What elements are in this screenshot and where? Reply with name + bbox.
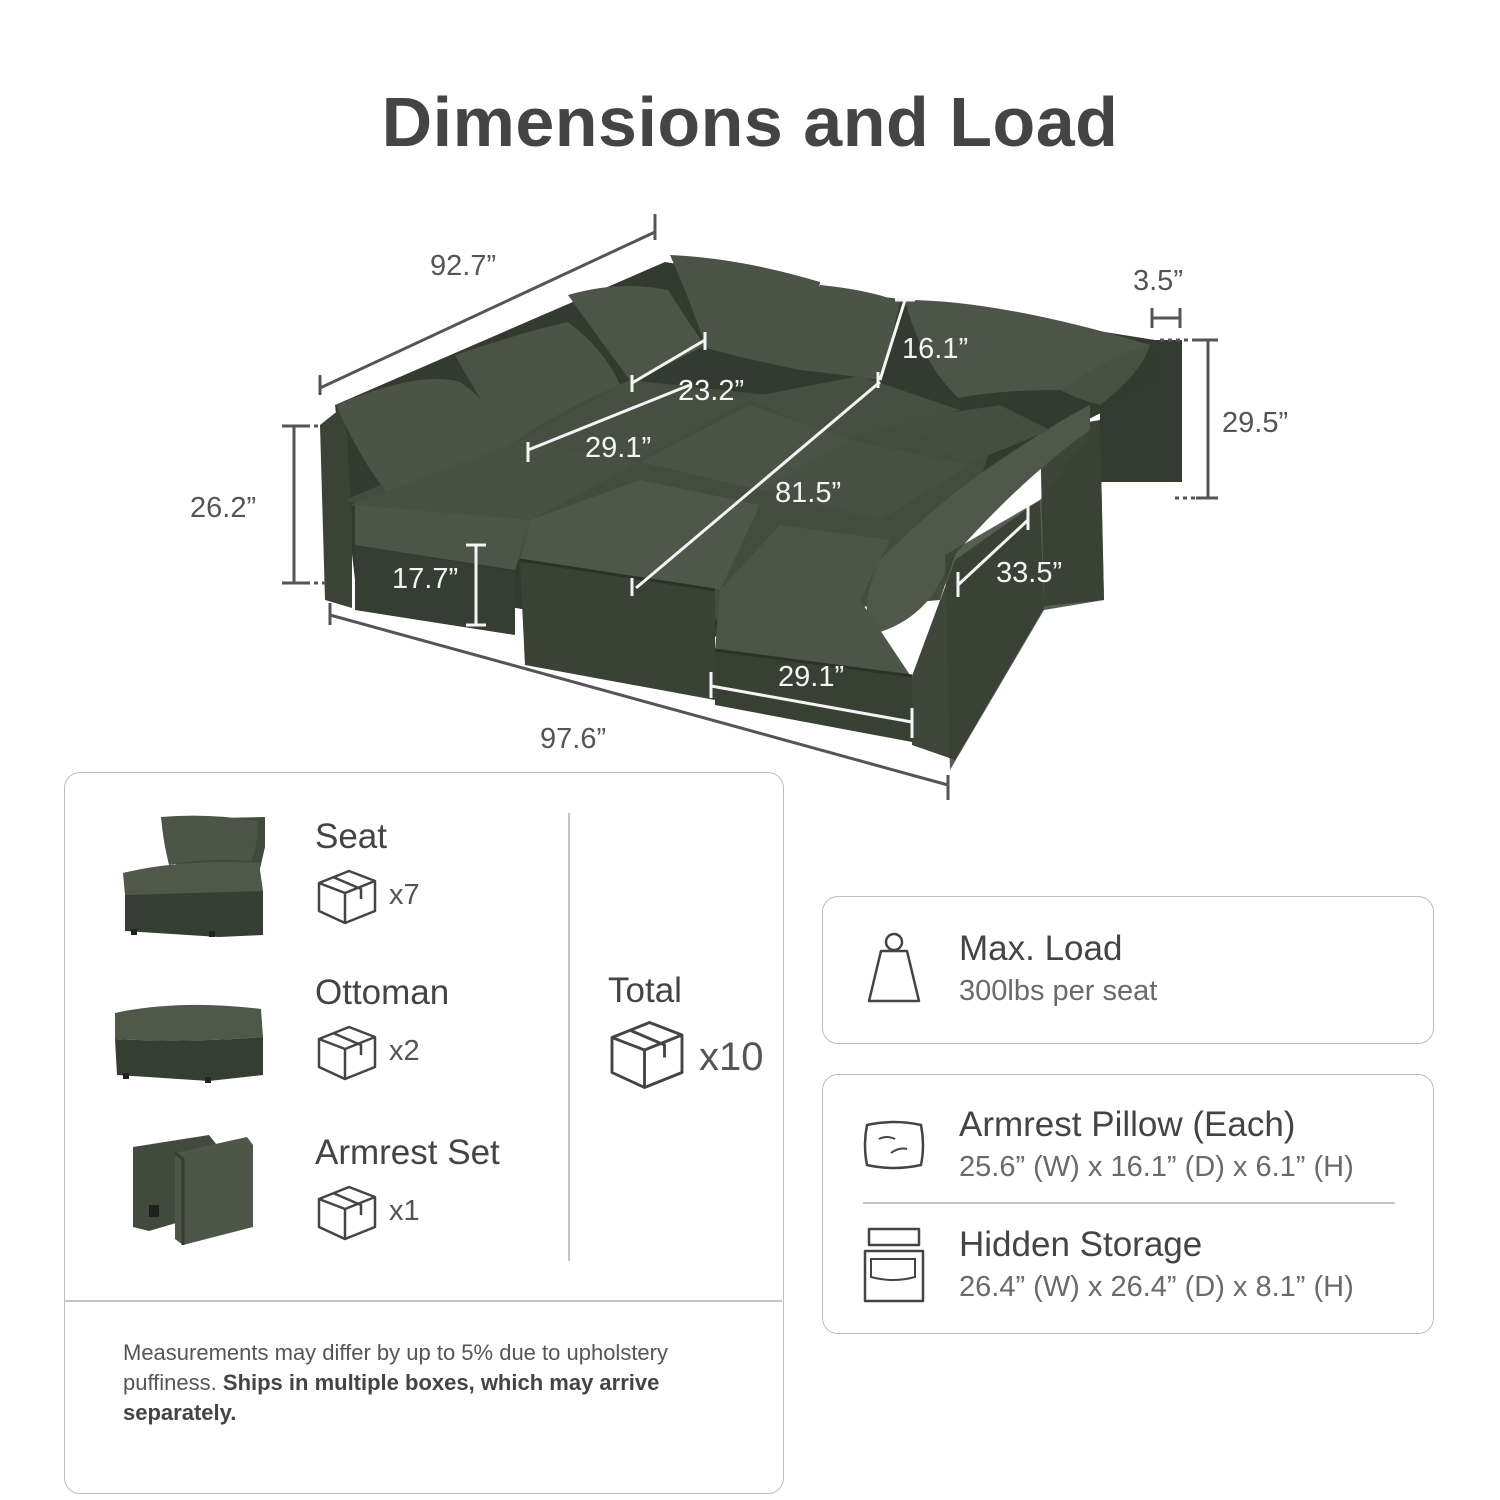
footnote: Measurements may differ by up to 5% due … [123, 1338, 683, 1428]
box-icon [317, 869, 377, 925]
dim-diagonal: 81.5” [775, 477, 841, 509]
total-label: Total [608, 971, 682, 1010]
max-load-panel: Max. Load 300lbs per seat [822, 896, 1434, 1044]
storage-icon [863, 1227, 925, 1303]
panel-horizontal-divider [65, 1300, 782, 1302]
spec-storage-title: Hidden Storage [959, 1225, 1203, 1264]
page-title: Dimensions and Load [381, 83, 1119, 161]
pillow-icon [863, 1120, 925, 1170]
specs-panel: Armrest Pillow (Each) 25.6” (W) x 16.1” … [822, 1074, 1434, 1334]
box-icon [317, 1185, 377, 1241]
component-seat-qty: x7 [389, 879, 420, 911]
dim-back-cushion-height: 16.1” [902, 333, 968, 365]
specs-divider [863, 1202, 1395, 1204]
weight-icon [867, 932, 921, 1003]
components-panel: Seat x7 Ottoman x2 Armrest Set x1 Total … [64, 772, 784, 1494]
dim-seat-height: 26.2” [190, 492, 256, 524]
component-armrest-name: Armrest Set [315, 1133, 500, 1172]
spec-storage-dimensions: 26.4” (W) x 26.4” (D) x 8.1” (H) [959, 1271, 1354, 1303]
box-icon [317, 1025, 377, 1081]
dim-arm-depth: 33.5” [996, 557, 1062, 589]
dim-seat-depth-inner: 23.2” [678, 375, 744, 407]
spec-pillow-dimensions: 25.6” (W) x 16.1” (D) x 6.1” (H) [959, 1151, 1354, 1183]
seat-thumbnail [123, 815, 265, 937]
dim-seat-width-front: 29.1” [778, 661, 844, 693]
footnote-text: Measurements may differ by up to 5% due … [123, 1340, 668, 1395]
spec-pillow-title: Armrest Pillow (Each) [959, 1105, 1296, 1144]
dim-leg-base-height: 17.7” [392, 563, 458, 595]
armrest-thumbnail [133, 1135, 253, 1245]
sofa-illustration [320, 255, 1182, 770]
box-icon [610, 1021, 684, 1089]
component-ottoman-qty: x2 [389, 1035, 420, 1067]
sofa-dimension-diagram: 92.7” 26.2” 97.6” 3.5” 29.5” 16.1” 23.2”… [190, 214, 1288, 800]
component-ottoman-name: Ottoman [315, 973, 450, 1012]
component-armrest-qty: x1 [389, 1195, 420, 1227]
max-load-title: Max. Load [959, 929, 1123, 968]
dim-back-height: 29.5” [1222, 407, 1288, 439]
ottoman-thumbnail [115, 1004, 263, 1083]
total-qty: x10 [699, 1035, 764, 1079]
dim-overall-width: 97.6” [540, 723, 606, 755]
component-seat-name: Seat [315, 817, 387, 856]
panel-vertical-divider [568, 813, 570, 1261]
dim-seat-width-back: 29.1” [585, 432, 651, 464]
dim-arm-width: 3.5” [1133, 265, 1183, 297]
dim-overall-depth: 92.7” [430, 250, 496, 282]
max-load-value: 300lbs per seat [959, 975, 1158, 1007]
footnote-bold-text: Ships in multiple boxes, which may arriv… [123, 1370, 660, 1425]
